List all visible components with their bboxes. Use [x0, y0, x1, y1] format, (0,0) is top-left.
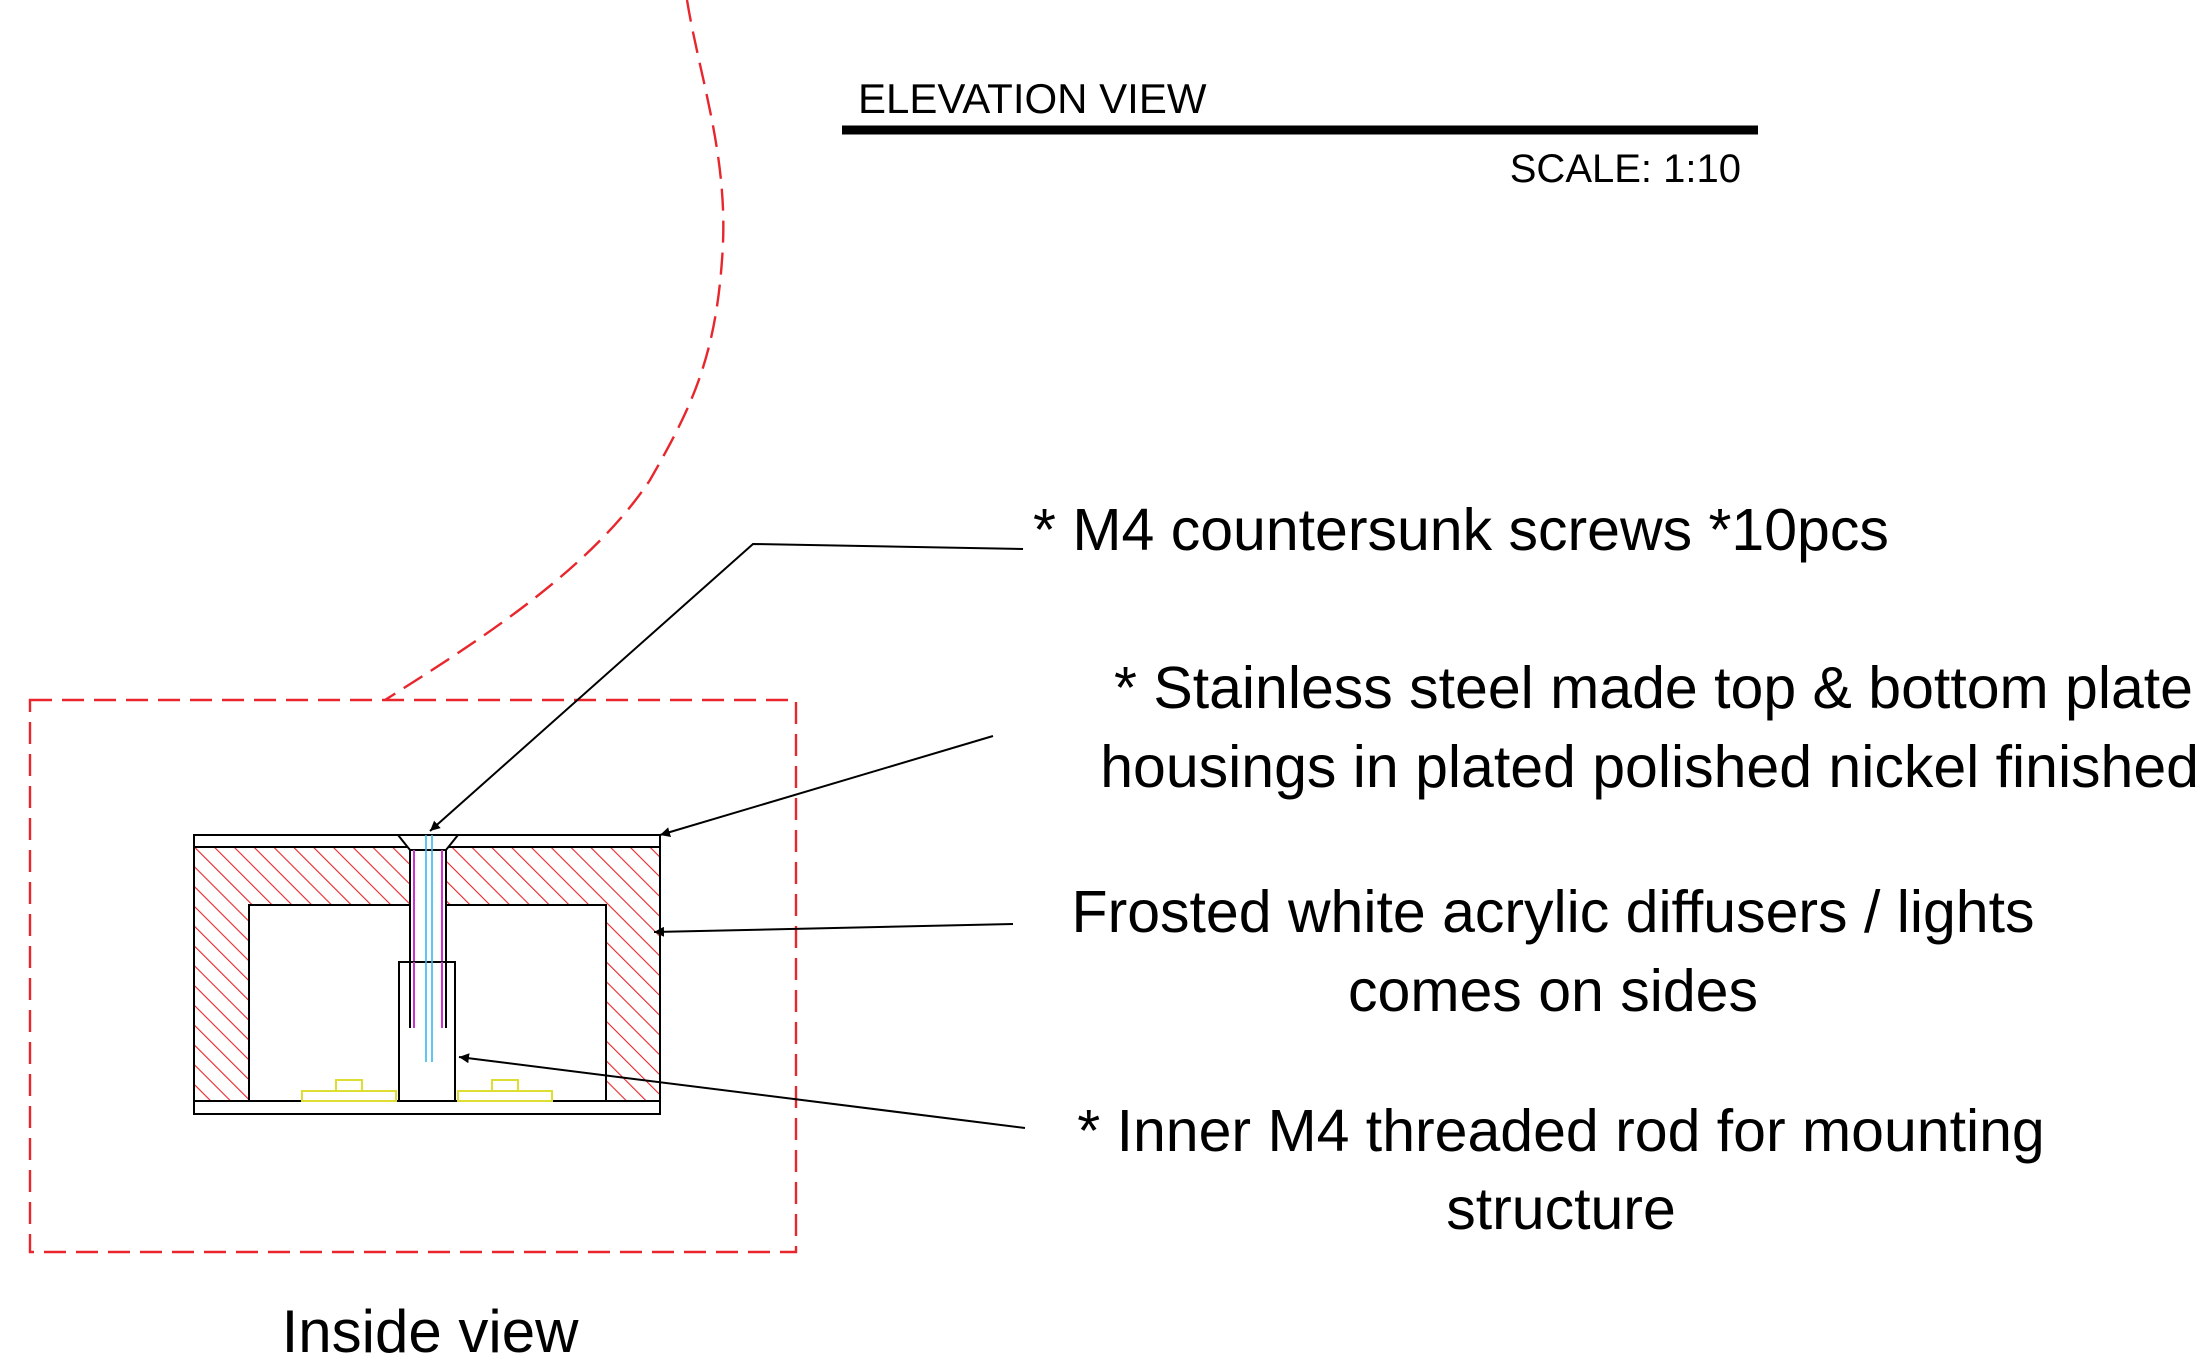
led-component-left — [301, 1079, 397, 1102]
leader-rod — [458, 1053, 1026, 1129]
detail-boundary-curve — [384, 0, 725, 702]
detail-boundary-box — [28, 698, 798, 1254]
drawing-title: ELEVATION VIEW — [858, 75, 1207, 122]
inside-view-caption: Inside view — [282, 1298, 579, 1365]
leader-screws — [429, 542, 1024, 832]
callout-plate-line2: housings in plated polished nickel finis… — [1100, 734, 2199, 800]
drawing-scale: SCALE: 1:10 — [1510, 147, 1741, 191]
callout-rod-line1: * Inner M4 threaded rod for mounting — [1077, 1098, 2045, 1164]
callout-plate-line1: * Stainless steel made top & bottom plat… — [1114, 655, 2193, 721]
screw-overlap — [409, 962, 447, 1028]
callout-diffuser-line1: Frosted white acrylic diffusers / lights — [1072, 879, 2035, 945]
callout-screws: * M4 countersunk screws *10pcs — [1033, 497, 1889, 563]
leader-plate — [659, 735, 994, 837]
bottom-plate — [193, 1100, 661, 1115]
fixture-section — [193, 834, 661, 1115]
leader-diffuser — [653, 923, 1014, 937]
callout-rod-line2: structure — [1446, 1176, 1676, 1242]
callout-diffuser-line2: comes on sides — [1348, 958, 1758, 1024]
led-component-right — [457, 1079, 553, 1102]
